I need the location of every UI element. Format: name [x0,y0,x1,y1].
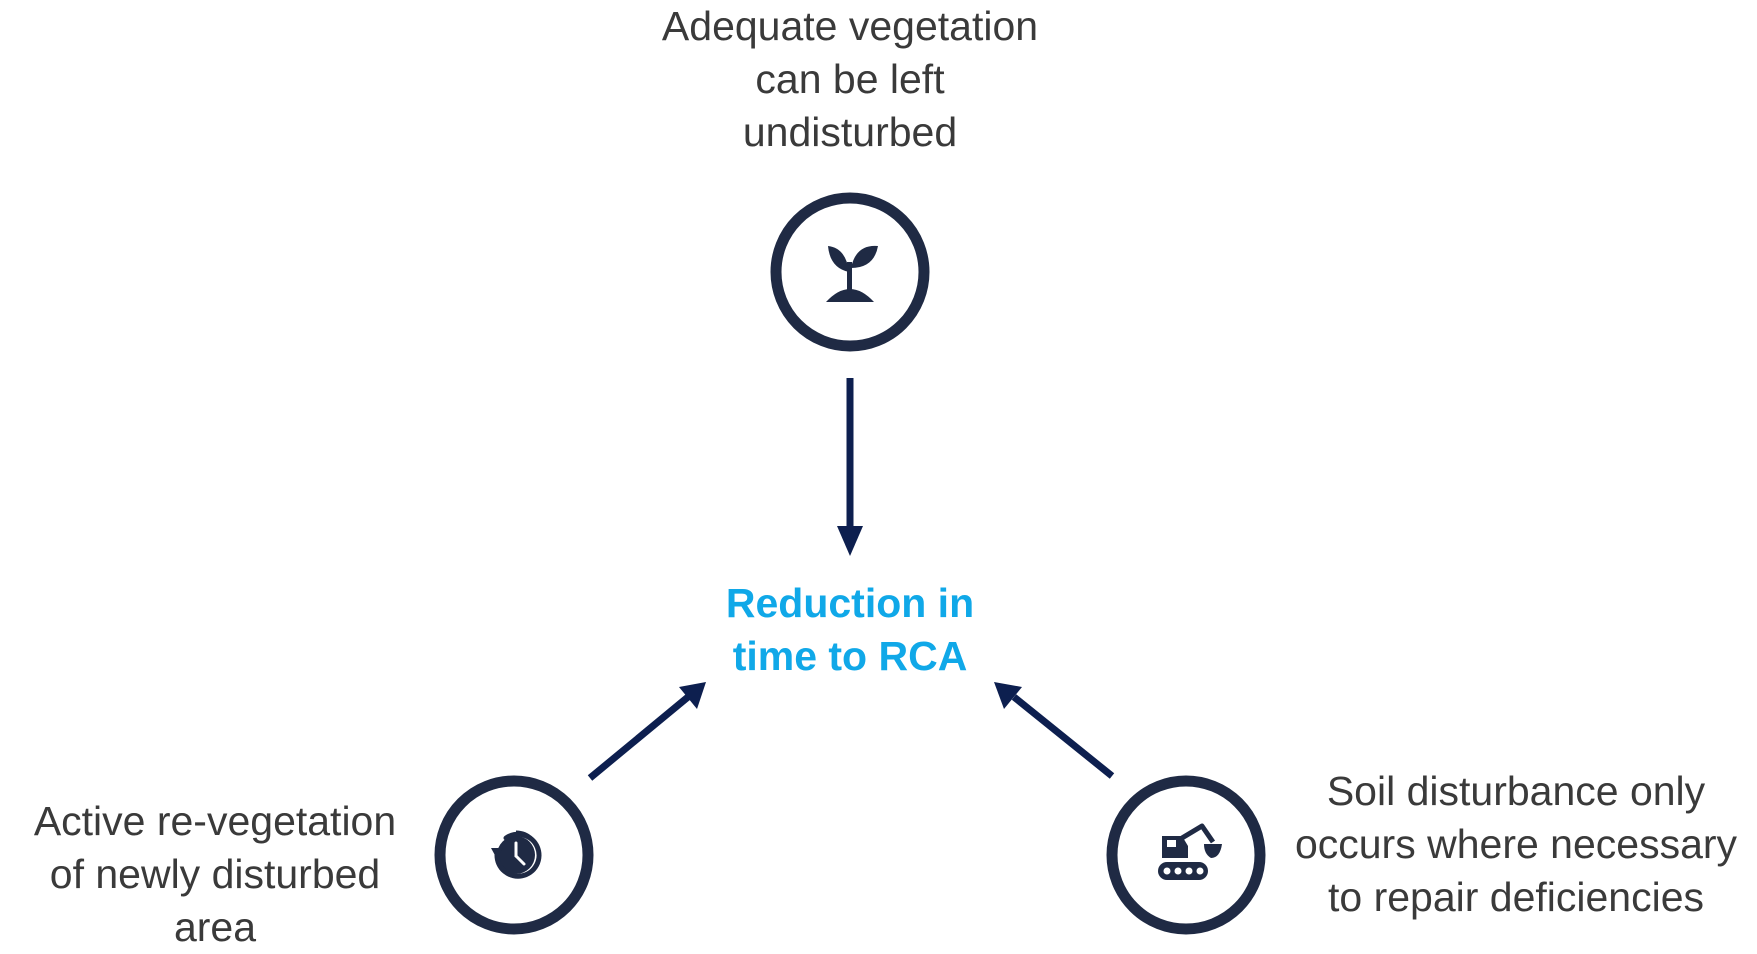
right-label-line-1: Soil disturbance only [1326,768,1706,814]
right-label-line-3: to repair deficiencies [1327,874,1705,920]
top-label-line-1: Adequate vegetation [661,3,1039,49]
top-label-line-2: can be left [755,56,945,102]
center-line-1: Reduction in [726,580,974,626]
left-node-label: Active re-vegetation of newly disturbed … [0,795,430,954]
right-node-label: Soil disturbance only occurs where neces… [1275,765,1757,924]
arrow-top-to-center [837,378,863,556]
sprout-icon [826,245,878,302]
top-node-label: Adequate vegetation can be left undistur… [570,0,1130,159]
right-label-line-2: occurs where necessary [1294,821,1738,867]
node-left [434,775,594,935]
center-line-2: time to RCA [733,633,968,679]
center-label: Reduction in time to RCA [726,580,974,679]
arrow-left-to-center [587,682,706,781]
top-label-line-3: undisturbed [742,109,958,155]
left-label-line-3: area [173,904,257,950]
node-right [1106,775,1266,935]
clock-history-icon [491,830,542,879]
left-label-line-1: Active re-vegetation [33,798,397,844]
left-label-line-2: of newly disturbed [49,851,381,897]
excavator-icon [1158,823,1222,880]
arrow-right-to-center [994,682,1115,779]
node-top [770,192,930,352]
